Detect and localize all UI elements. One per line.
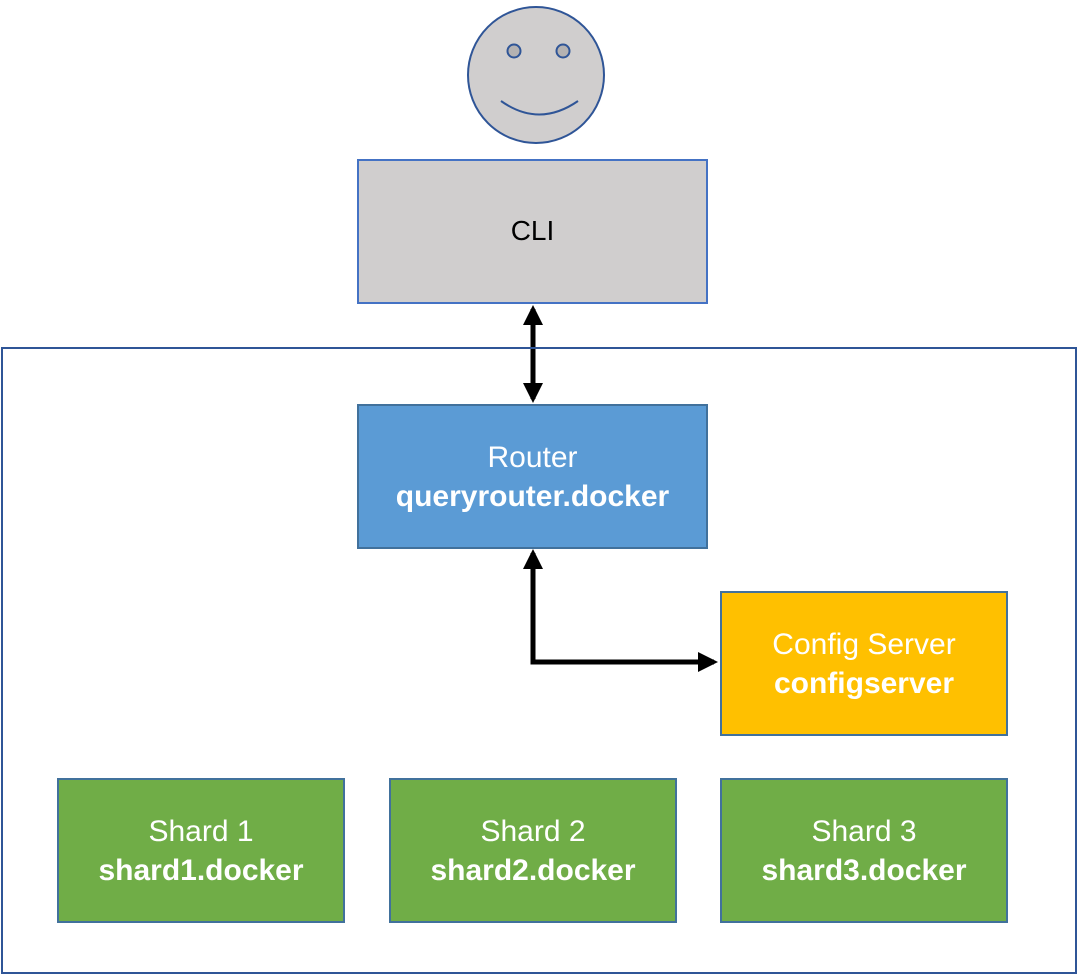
router-host: queryrouter.docker: [395, 479, 670, 513]
cli-box: CLI: [357, 159, 708, 304]
shard-1-box: Shard 1 shard1.docker: [57, 778, 345, 923]
shard-label: Shard 2: [480, 814, 586, 848]
config-server-label: Config Server: [772, 627, 956, 661]
shard-host: shard1.docker: [98, 853, 304, 887]
shard-3-box: Shard 3 shard3.docker: [720, 778, 1008, 923]
config-server-box: Config Server configserver: [720, 591, 1008, 736]
docker-cluster-frame: [1, 347, 1077, 974]
user-face-icon: [467, 6, 605, 144]
shard-label: Shard 1: [148, 814, 254, 848]
shard-label: Shard 3: [811, 814, 917, 848]
router-label: Router: [487, 440, 578, 474]
config-server-host: configserver: [773, 666, 955, 700]
shard-host: shard2.docker: [430, 853, 636, 887]
cli-label: CLI: [510, 215, 555, 247]
router-box: Router queryrouter.docker: [357, 404, 708, 549]
shard-host: shard3.docker: [761, 853, 967, 887]
shard-2-box: Shard 2 shard2.docker: [389, 778, 677, 923]
